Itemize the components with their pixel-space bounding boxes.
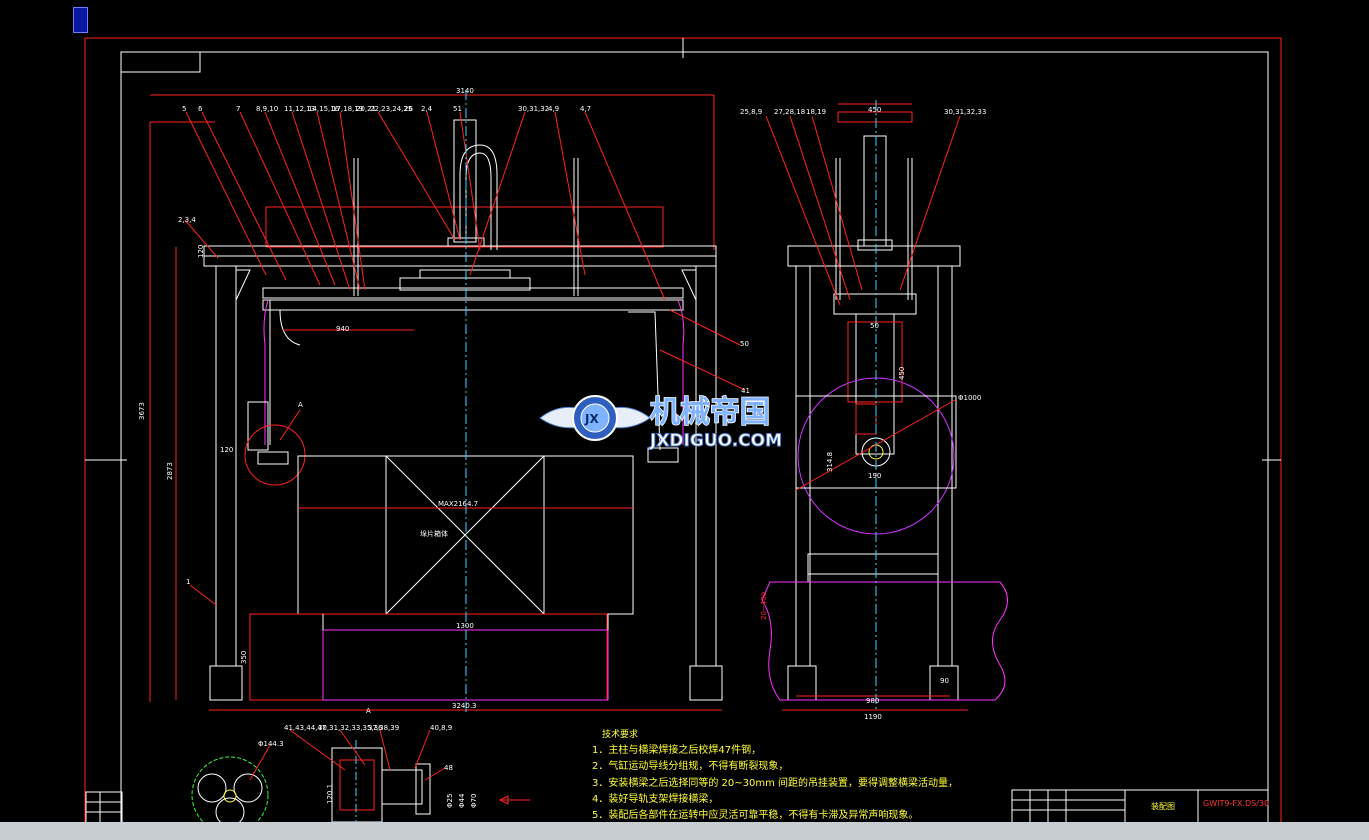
callout-17-19: 17,18,19 <box>332 105 363 113</box>
detail-view-labels: Φ144.3 41,43,44,47 30,31,32,33,35,36 37,… <box>258 724 478 808</box>
callout-side-27-28-18: 27,28,18 <box>774 108 805 116</box>
dim-base-height: 350 <box>240 651 248 664</box>
tech-note-1: 1．主柱与横梁焊接之后校焊47件钢， <box>592 743 761 756</box>
watermark-logo-letters: JX <box>584 412 599 426</box>
detail-callout-41: 41,43,44,47 <box>284 724 326 732</box>
dim-90: 90 <box>940 677 949 685</box>
callout-26: 26 <box>404 105 413 113</box>
tech-note-3: 3．安装横梁之后选择同等的 20~30mm 间距的吊挂装置，要得调整横梁活动量， <box>592 776 958 789</box>
callout-side-18-19: 18,19 <box>806 108 826 116</box>
callout-1: 1 <box>186 578 190 586</box>
detail-view <box>191 729 530 834</box>
callout-4-9: 4,9 <box>548 105 559 113</box>
callout-8-10: 8,9,10 <box>256 105 278 113</box>
tech-note-2: 2．气缸运动导线分组规，不得有断裂现象， <box>592 759 788 772</box>
box-label: 垛片箱体 <box>420 529 448 538</box>
dim-top-width: 3140 <box>456 87 474 95</box>
callout-2-3-4: 2,3,4 <box>178 216 196 224</box>
callout-22-25: 22,23,24,25 <box>370 105 412 113</box>
callout-14-16: 14,15,16 <box>308 105 340 113</box>
dim-314: 314.8 <box>826 452 834 472</box>
dim-left-120b: 120 <box>220 446 233 454</box>
tech-notes-heading: 技术要求 <box>602 728 638 740</box>
front-view <box>149 90 746 715</box>
section-mark-a-bottom: A <box>366 707 371 715</box>
tech-note-4: 4．装好导轨支架焊接横梁， <box>592 792 718 805</box>
dim-190: 190 <box>868 472 881 480</box>
dim-base-width: 1300 <box>456 622 474 630</box>
status-strip <box>0 822 1369 840</box>
tech-note-5: 5．装配后各部件在运转中应灵活可靠平稳，不得有卡滞及异常声响现象。 <box>592 808 918 821</box>
dim-height-inner: 2873 <box>166 462 174 480</box>
dim-base-outer: 1190 <box>864 713 882 721</box>
detail-dim-25: Φ25 <box>446 794 454 808</box>
detail-callout-30: 30,31,32,33,35,36 <box>318 724 383 732</box>
callout-11-13: 11,12,13 <box>284 105 315 113</box>
dim-side-small: 50 <box>870 322 879 330</box>
callout-41: 41 <box>741 387 750 395</box>
front-view-labels: 3140 3240.3 3673 2873 940 MAX2164.7 垛片箱体… <box>138 87 750 715</box>
callout-50: 50 <box>740 340 749 348</box>
detail-callout-37: 37,38,39 <box>368 724 399 732</box>
callout-7: 7 <box>236 105 240 113</box>
callout-6: 6 <box>198 105 203 113</box>
dim-bottom-width: 3240.3 <box>452 702 477 710</box>
side-view-labels: 450 450 Φ1000 50 314.8 190 980 1190 90 2… <box>740 106 986 721</box>
dim-height-total: 3673 <box>138 402 146 420</box>
callout-2-4: 2,4 <box>421 105 433 113</box>
detail-dim-70: Φ70 <box>470 794 478 808</box>
dim-side-height: 450 <box>898 367 906 380</box>
side-view <box>761 100 1008 712</box>
detail-callout-48: 48 <box>444 764 453 772</box>
dim-beam: 940 <box>336 325 349 333</box>
detail-dim-120: 120.1 <box>326 784 334 804</box>
dim-circle: Φ1000 <box>958 394 981 402</box>
callout-4-7: 4,7 <box>580 105 591 113</box>
dim-side-top-width: 450 <box>868 106 881 114</box>
callout-51: 51 <box>453 105 462 113</box>
tech-notes: 技术要求 1．主柱与横梁焊接之后校焊47件钢， 2．气缸运动导线分组规，不得有断… <box>592 728 958 821</box>
selection-marker[interactable] <box>73 7 88 33</box>
callout-side-30-33: 30,31,32,33 <box>944 108 986 116</box>
watermark-cn: 机械帝国 <box>650 395 770 430</box>
detail-circle-dia: Φ144.3 <box>258 740 284 748</box>
watermark-en: JXDIGUO.COM <box>649 431 782 451</box>
section-mark-a: A <box>298 401 303 409</box>
callout-30-32: 30,31,32 <box>518 105 549 113</box>
dim-max-span: MAX2164.7 <box>438 500 478 508</box>
watermark-logo: JX <box>539 395 651 441</box>
title-drawing-name: 装配图 <box>1151 801 1175 811</box>
dim-left-120a: 120 <box>197 245 205 258</box>
detail-callout-40: 40,8,9 <box>430 724 452 732</box>
callout-5: 5 <box>182 105 186 113</box>
dim-base-inner: 980 <box>866 697 879 705</box>
callout-side-25-8-9: 25,8,9 <box>740 108 762 116</box>
title-drawing-number: GWIT9-FX.DS/30 <box>1203 799 1269 808</box>
detail-dim-44: Φ44 <box>458 793 466 808</box>
dim-side-left: 20~400 <box>760 592 768 620</box>
callout-20-21: 20,21 <box>356 105 376 113</box>
